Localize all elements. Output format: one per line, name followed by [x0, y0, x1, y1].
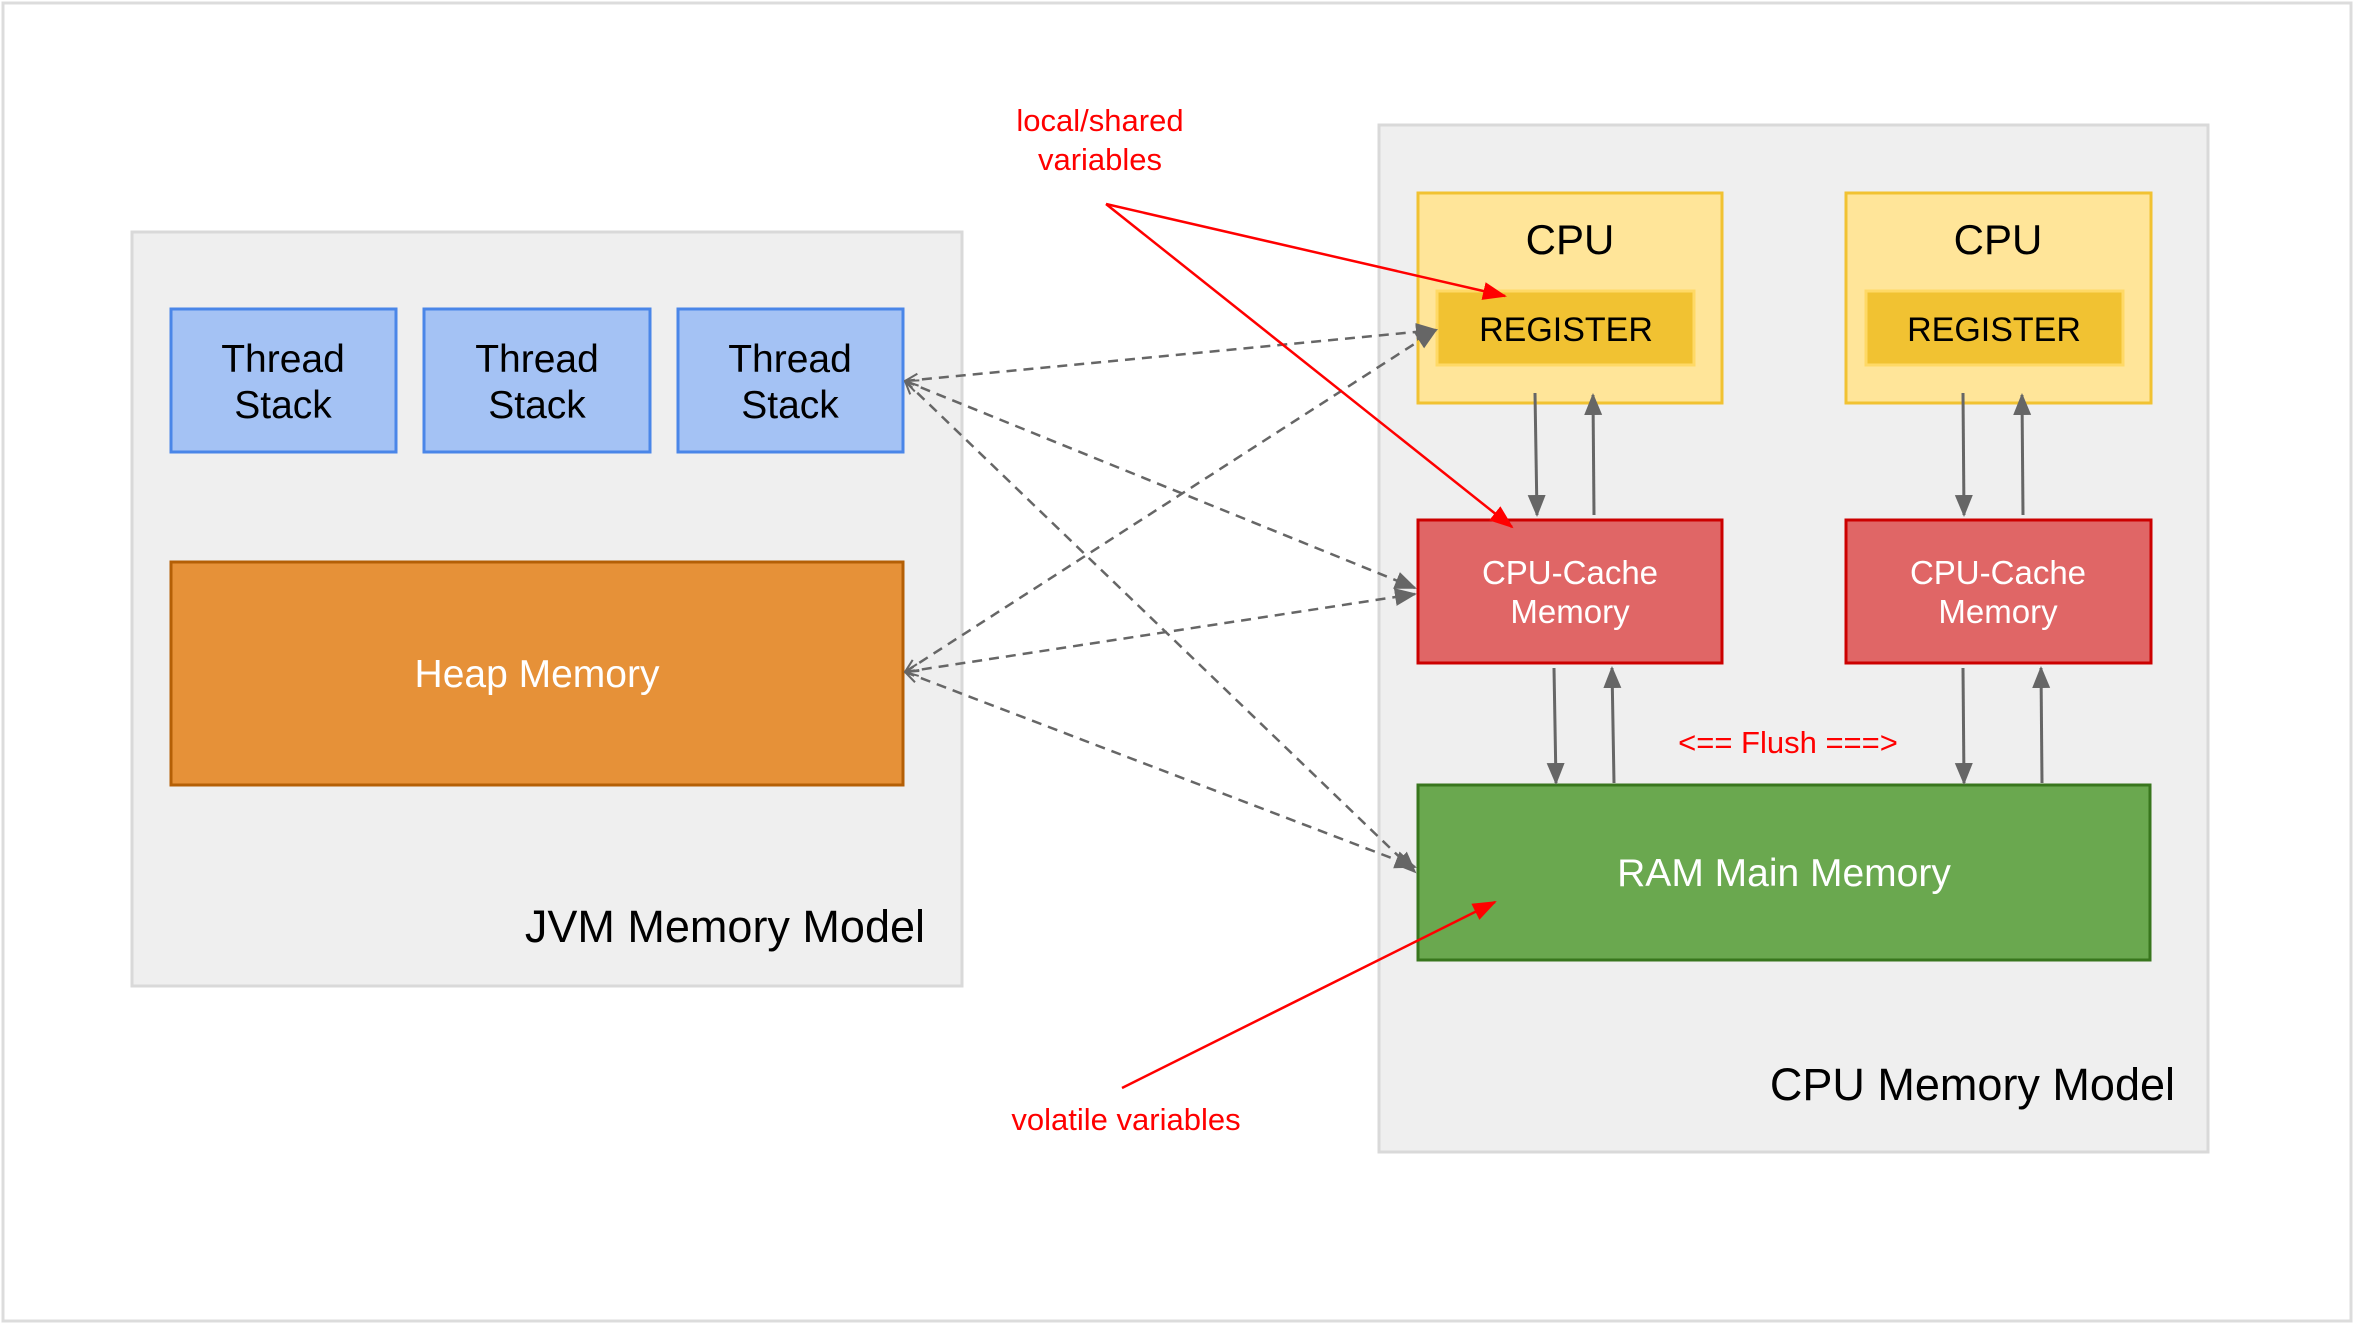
cpu-memory-model: CPU REGISTER CPU REGISTER CPU-Cache Memo… [1377, 123, 2210, 1154]
jvm-memory-model: Thread Stack Thread Stack Thread Stack H… [130, 230, 964, 988]
local-shared-label: variables [1038, 142, 1162, 177]
register-box [1864, 289, 2125, 367]
thread-stack: Thread Stack [169, 307, 398, 454]
cpu-title: CPU Memory Model [1770, 1059, 2175, 1110]
volatile-label: volatile variables [1011, 1102, 1240, 1137]
cpu-label: CPU [1526, 216, 1615, 263]
mapping-connectors [905, 330, 1436, 872]
connector-heap-ram [905, 672, 1415, 867]
annotation-arrow-register [1105, 202, 1507, 300]
cache-label: CPU-Cache [1910, 554, 2086, 591]
annotation-arrows [1105, 202, 1514, 1090]
cache-box [1416, 518, 1724, 665]
cpu-cache: CPU-Cache Memory [1844, 518, 2153, 665]
thread-stack-label: Stack [488, 384, 586, 427]
cache-box [1844, 518, 2153, 665]
cpu-cache: CPU-Cache Memory [1416, 518, 1724, 665]
arrow-down [1954, 667, 1973, 785]
cache-label: CPU-Cache [1482, 554, 1658, 591]
cpu-box: CPU REGISTER [1416, 191, 1724, 405]
arrow-up [1603, 666, 1622, 784]
ram-label: RAM Main Memory [1617, 852, 1951, 895]
cpu-label: CPU [1954, 216, 2043, 263]
ram-box [1416, 783, 2152, 962]
thread-stack: Thread Stack [422, 307, 652, 454]
thread-stack-label: Stack [234, 384, 332, 427]
arrow-up [1584, 393, 1603, 516]
thread-stack-box [676, 307, 905, 454]
thread-stack-label: Stack [741, 384, 839, 427]
arrow-down [1527, 392, 1546, 517]
thread-stack-label: Thread [475, 338, 599, 381]
connector-heap-cache [905, 594, 1415, 672]
cache-label: Memory [1510, 593, 1630, 630]
jvm-title: JVM Memory Model [525, 901, 925, 952]
annotation-arrow-cache [1105, 203, 1514, 529]
ram-main-memory: RAM Main Memory [1416, 783, 2152, 962]
local-shared-label: local/shared [1016, 103, 1183, 138]
arrow-up [2013, 393, 2032, 516]
thread-stack-box [169, 307, 398, 454]
register-label: REGISTER [1907, 311, 2081, 349]
thread-stack-label: Thread [221, 338, 345, 381]
cache-label: Memory [1938, 593, 2058, 630]
register-label: REGISTER [1479, 311, 1653, 349]
thread-stack-box [422, 307, 652, 454]
cpu-box: CPU REGISTER [1844, 191, 2153, 405]
arrow-down [1954, 392, 1973, 517]
arrow-down [1546, 667, 1565, 785]
thread-stack: Thread Stack [676, 307, 905, 454]
flush-label: <== Flush ===> [1678, 725, 1898, 760]
annotation-arrow-ram [1121, 900, 1497, 1090]
thread-stack-label: Thread [728, 338, 852, 381]
heap-memory-box [169, 560, 905, 787]
heap-memory: Heap Memory [169, 560, 905, 787]
bus-arrows [1527, 392, 2051, 785]
arrow-up [2032, 666, 2051, 784]
heap-memory-label: Heap Memory [415, 653, 660, 696]
